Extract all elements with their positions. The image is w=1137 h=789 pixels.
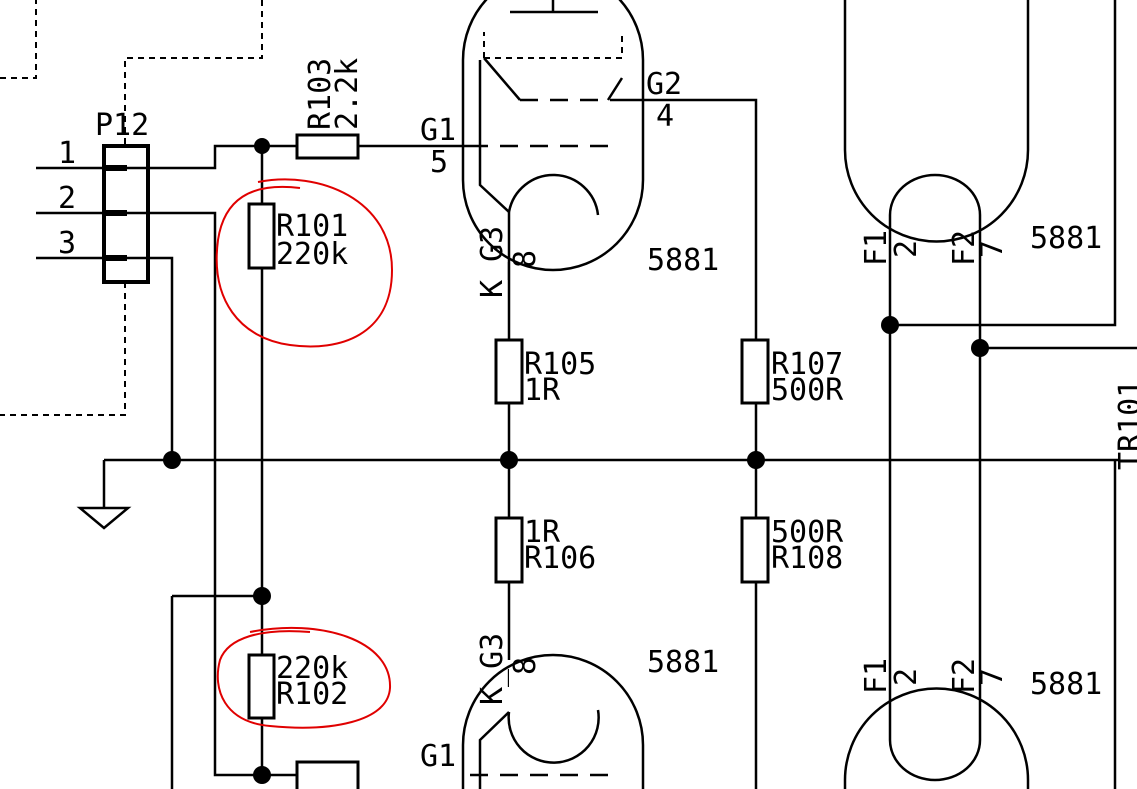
tube-type: 5881	[647, 645, 719, 680]
resistor-value: 1R	[524, 373, 561, 408]
pin-number: 8	[508, 250, 543, 268]
resistor-ref: R103	[303, 58, 338, 130]
annotation-circle-r101	[215, 178, 394, 348]
resistor-r107[interactable]: R107 500R	[740, 338, 844, 408]
pin-number: 7	[975, 240, 1010, 258]
resistor-ref: R101	[276, 209, 348, 244]
resistor-r105[interactable]: R105 1R	[494, 338, 596, 408]
resistor-r106[interactable]: 1R R106	[494, 515, 596, 584]
pin-label: K_G3	[475, 226, 510, 298]
pin-number: 8	[508, 657, 543, 675]
resistor-r108[interactable]: 500R R108	[740, 515, 844, 584]
resistor-ref: R106	[524, 541, 596, 576]
tube-type: 5881	[647, 243, 719, 278]
resistor-value: 500R	[771, 515, 844, 550]
dashed-block-outline	[0, 0, 37, 79]
connector-ref: P12	[95, 108, 149, 143]
resistor-ref: R105	[524, 347, 596, 382]
resistor-partial[interactable]	[295, 760, 360, 789]
resistor-value: 220k	[276, 237, 348, 272]
resistor-value: 500R	[771, 373, 844, 408]
pin-label: 1	[58, 136, 76, 171]
transformer-ref: TR101	[1113, 380, 1137, 470]
pin-label: G2	[646, 67, 682, 102]
pin-label: 2	[58, 181, 76, 216]
pin-label: K_G3	[475, 633, 510, 705]
tube-bottom-5881[interactable]: G1 K_G3 8 5881	[420, 633, 719, 789]
tube-top-5881[interactable]: G1 5 G2 4 K_G3 8 5881	[420, 0, 719, 298]
connector-p12[interactable]: P12 1 2 3	[36, 108, 150, 284]
resistor-ref: R107	[771, 347, 843, 382]
pin-label: F2	[947, 230, 982, 266]
resistor-ref: R102	[276, 677, 348, 712]
pin-number: 2	[889, 240, 924, 258]
pin-label: F2	[947, 658, 982, 694]
pin-number: 4	[656, 99, 674, 134]
resistor-value: 2.2k	[330, 58, 365, 130]
resistor-value: 1R	[524, 515, 561, 550]
heater-top-5881[interactable]: F1 2 F2 7 5881	[843, 0, 1102, 740]
pin-label: F1	[859, 658, 894, 694]
pin-label: F1	[859, 230, 894, 266]
pin-label: 3	[58, 226, 76, 261]
pin-number: 2	[889, 668, 924, 686]
pin-label: G1	[420, 113, 456, 148]
resistor-r102[interactable]: 220k R102	[247, 651, 348, 720]
resistor-ref: R108	[771, 541, 843, 576]
resistor-value: 220k	[276, 651, 348, 686]
pin-number: 5	[430, 145, 448, 180]
pin-number: 7	[975, 668, 1010, 686]
dashed-block-outline	[0, 0, 263, 416]
ground-symbol	[76, 460, 132, 530]
heater-bottom-5881[interactable]: F1 2 F2 7 5881	[843, 658, 1102, 789]
resistor-r103[interactable]: R103 2.2k	[295, 58, 365, 160]
tube-type: 5881	[1030, 667, 1102, 702]
resistor-r101[interactable]: R101 220k	[247, 202, 348, 272]
tube-type: 5881	[1030, 221, 1102, 256]
pin-label: G1	[420, 739, 456, 774]
annotation-circle-r102	[216, 626, 392, 729]
